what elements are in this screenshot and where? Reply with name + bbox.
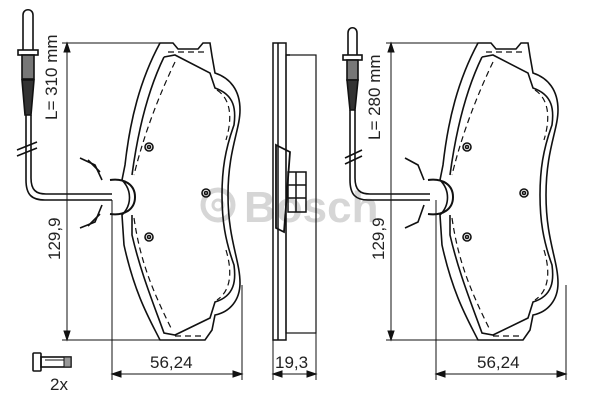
right-width-dimension: 56,24 — [477, 353, 520, 372]
watermark: Bosch — [200, 183, 378, 232]
side-dimensions — [271, 333, 318, 380]
thickness-dimension: 19,3 — [275, 353, 308, 372]
left-cable-length: L= 310 mm — [42, 34, 61, 120]
right-wear-sensor — [342, 26, 430, 229]
right-cable-length: L= 280 mm — [365, 54, 384, 140]
right-pad — [427, 42, 559, 341]
left-pad — [109, 42, 241, 341]
watermark-text: Bosch — [244, 183, 378, 232]
right-height-dimension: 129,9 — [369, 217, 388, 260]
bolt-quantity: 2x — [50, 375, 68, 394]
left-wear-sensor — [16, 8, 112, 229]
left-width-dimension: 56,24 — [150, 353, 193, 372]
right-dimensions — [386, 41, 568, 380]
side-view — [272, 42, 317, 341]
bolt-icon — [32, 352, 72, 372]
left-dimensions — [62, 41, 244, 380]
left-height-dimension: 129,9 — [45, 217, 64, 260]
